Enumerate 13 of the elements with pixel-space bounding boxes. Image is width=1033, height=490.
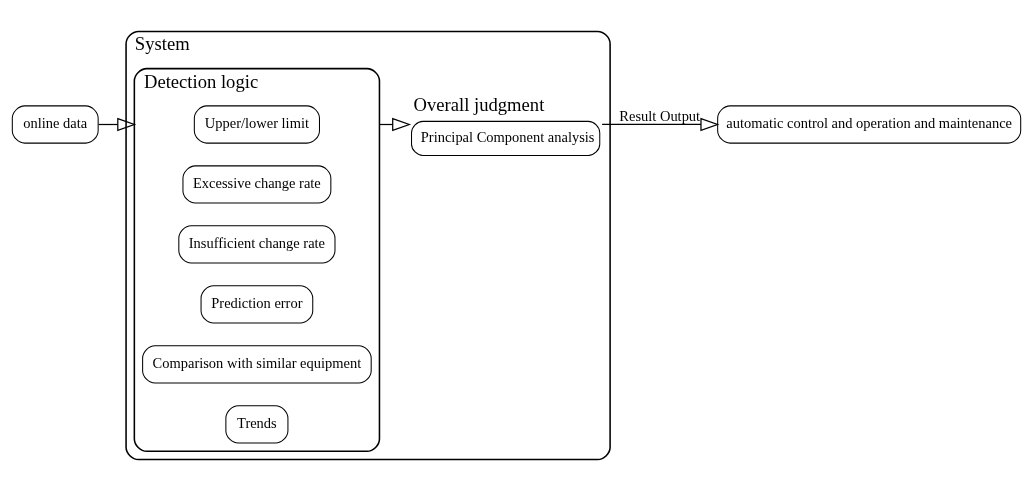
node-box: Principal Component analysis [411,120,601,156]
node-box: Prediction error [200,284,314,324]
node-box: Comparison with similar equipment [142,344,372,384]
edge-label: Result Output [619,107,701,124]
node-box: Excessive change rate [182,164,332,204]
node-box: Trends [225,404,289,444]
node-box: Upper/lower limit [193,104,320,144]
arrow [97,117,137,131]
node-box: Insufficient change rate [178,224,336,264]
node-box: automatic control and operation and maintenance [717,104,1022,144]
node-box: online data [11,104,99,144]
node-label: Overall judgment [413,93,545,115]
arrow [601,117,720,131]
